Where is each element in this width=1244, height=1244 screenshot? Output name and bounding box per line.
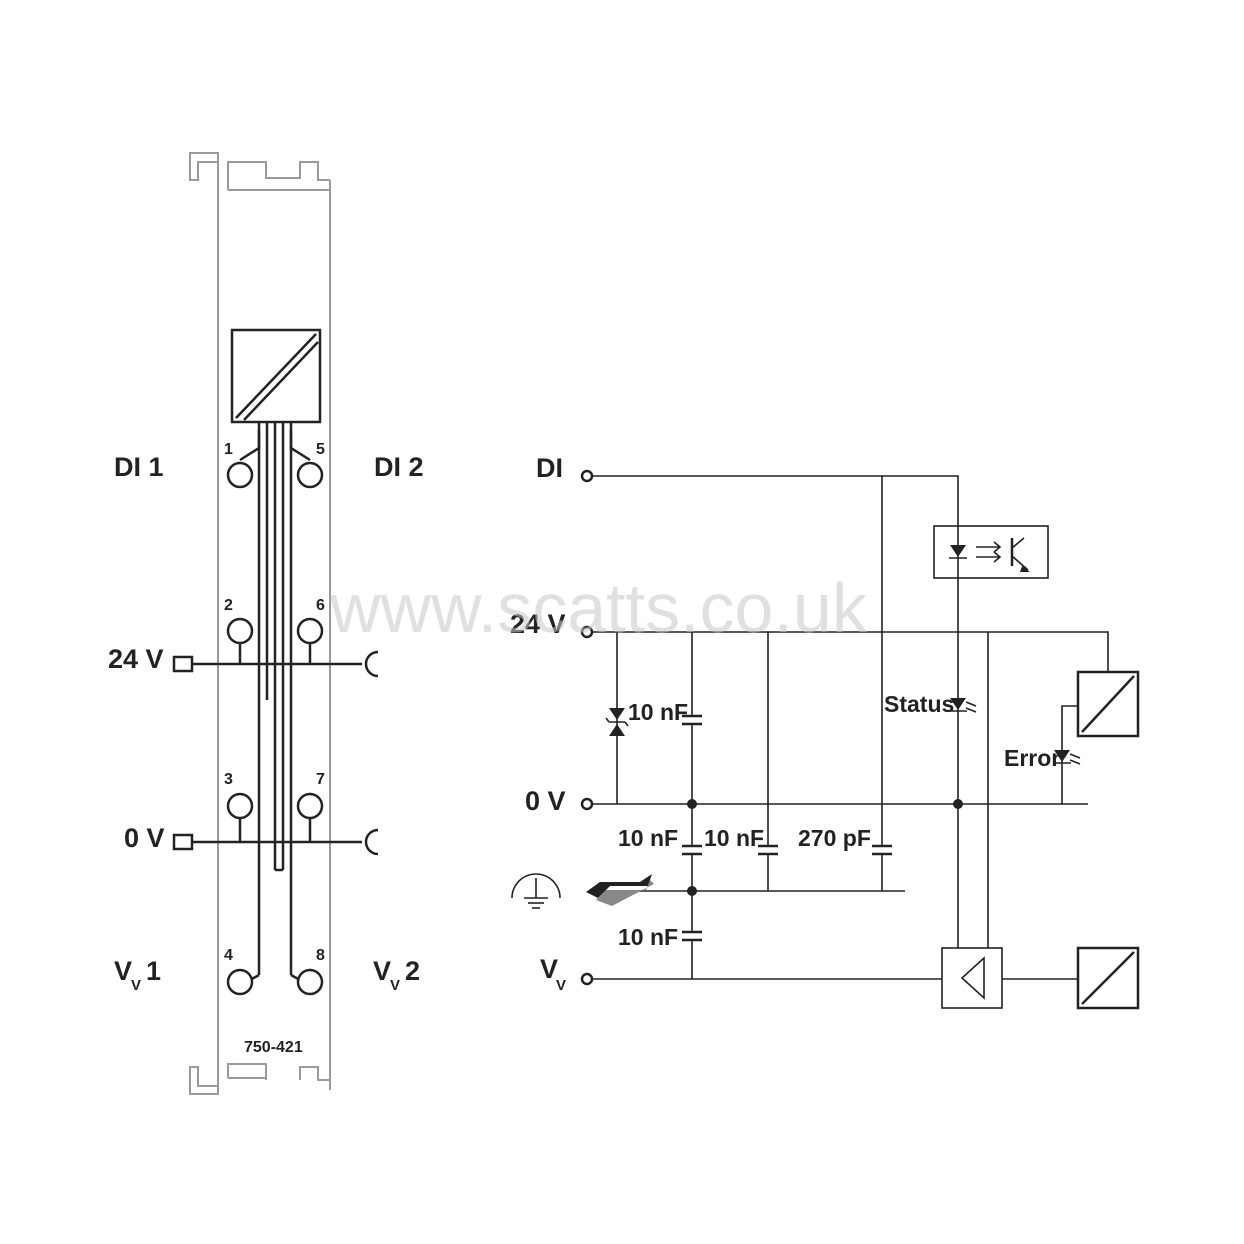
node-0v-b [953,799,963,809]
svg-text:1: 1 [146,956,161,986]
svg-text:V: V [390,977,400,994]
amplifier-block [941,947,1003,1009]
label-vv2: V V 2 [373,956,420,994]
label-status: Status [884,691,954,717]
error-led-line [1061,705,1078,804]
0v-rail-contact-right [364,828,379,856]
terminal-circles [226,461,324,996]
terminal-num-1: 1 [224,441,233,458]
terminal-1[interactable] [226,461,254,489]
di-terminal [580,469,594,483]
terminal-7[interactable] [296,792,324,820]
part-number: 750-421 [244,1039,303,1056]
0v-rail-contact-left [172,833,194,851]
label-di2: DI 2 [374,452,424,482]
svg-text:V: V [540,954,558,984]
tvs-diode [605,708,629,736]
terminal-num-8: 8 [316,947,325,964]
label-vv: V V [540,954,566,994]
capacitor-c [872,844,892,891]
watermark: www.scatts.co.uk [329,569,868,647]
24v-rail-contact-left [172,655,194,673]
terminal-3[interactable] [226,792,254,820]
svg-text:V: V [114,956,132,986]
module-buses [257,422,293,975]
terminal-num-6: 6 [316,597,325,614]
ground-icon [511,873,561,909]
label-di1: DI 1 [114,452,164,482]
optocoupler [933,525,1049,579]
label-c-b: 10 nF [704,825,764,851]
label-0v: 0 V [525,786,566,816]
label-error: Error [1004,745,1060,771]
svg-text:V: V [373,956,391,986]
0v-terminal [580,797,594,811]
24v-rail-contact-right [364,650,379,678]
optocoupler-symbol [949,526,1030,578]
supply-converter-block [1076,670,1140,738]
top-latch [189,152,330,191]
24v-line [592,631,1109,672]
error-led-icon [1053,750,1081,765]
terminal-1-lead [239,430,261,462]
svg-text:V: V [131,977,141,994]
label-c-a: 10 nF [618,825,678,851]
terminal-8[interactable] [296,968,324,996]
di-line [592,475,959,526]
label-di: DI [536,453,563,483]
label-module-24v: 24 V [108,644,164,674]
label-vv1: V V 1 [114,956,161,994]
status-led-icon [949,698,977,713]
terminal-num-2: 2 [224,597,233,614]
label-c-c: 270 pF [798,825,871,851]
supply-converter-diagonal [1081,675,1135,733]
label-module-0v: 0 V [124,823,165,853]
terminal-5-lead [289,430,311,462]
label-c-bottom: 10 nF [618,924,678,950]
terminal-num-7: 7 [316,771,325,788]
svg-text:V: V [556,977,566,994]
module-housing [217,180,331,1090]
bottom-latch [189,1063,330,1095]
svg-text:2: 2 [405,956,420,986]
label-c-top: 10 nF [628,699,688,725]
terminal-num-3: 3 [224,771,233,788]
terminal-6[interactable] [296,617,324,645]
capacitor-a [682,804,702,932]
vv-terminal [580,972,594,986]
converter-diagonal-2 [243,341,319,421]
din-rail-icon [586,874,654,906]
node-pe [687,886,697,896]
capacitor-b [758,844,778,891]
bus-converter-diagonal [1081,951,1135,1005]
circuit-schematic: DI 24 V 0 V V V [510,453,1140,1010]
terminal-num-5: 5 [316,441,325,458]
terminal-num-4: 4 [224,947,233,964]
io-module: 1 5 2 6 3 7 4 8 DI 1 DI 2 24 V 0 V V V 1… [108,152,424,1095]
amplifier-icon [960,956,985,1000]
terminal-4[interactable] [226,968,254,996]
terminal-5[interactable] [296,461,324,489]
capacitor-top [682,714,702,804]
converter-diagonal-1 [235,333,317,419]
bus-converter-block [1076,946,1140,1010]
label-24v: 24 V [510,609,566,639]
capacitor-bottom [682,930,702,979]
terminal-2[interactable] [226,617,254,645]
